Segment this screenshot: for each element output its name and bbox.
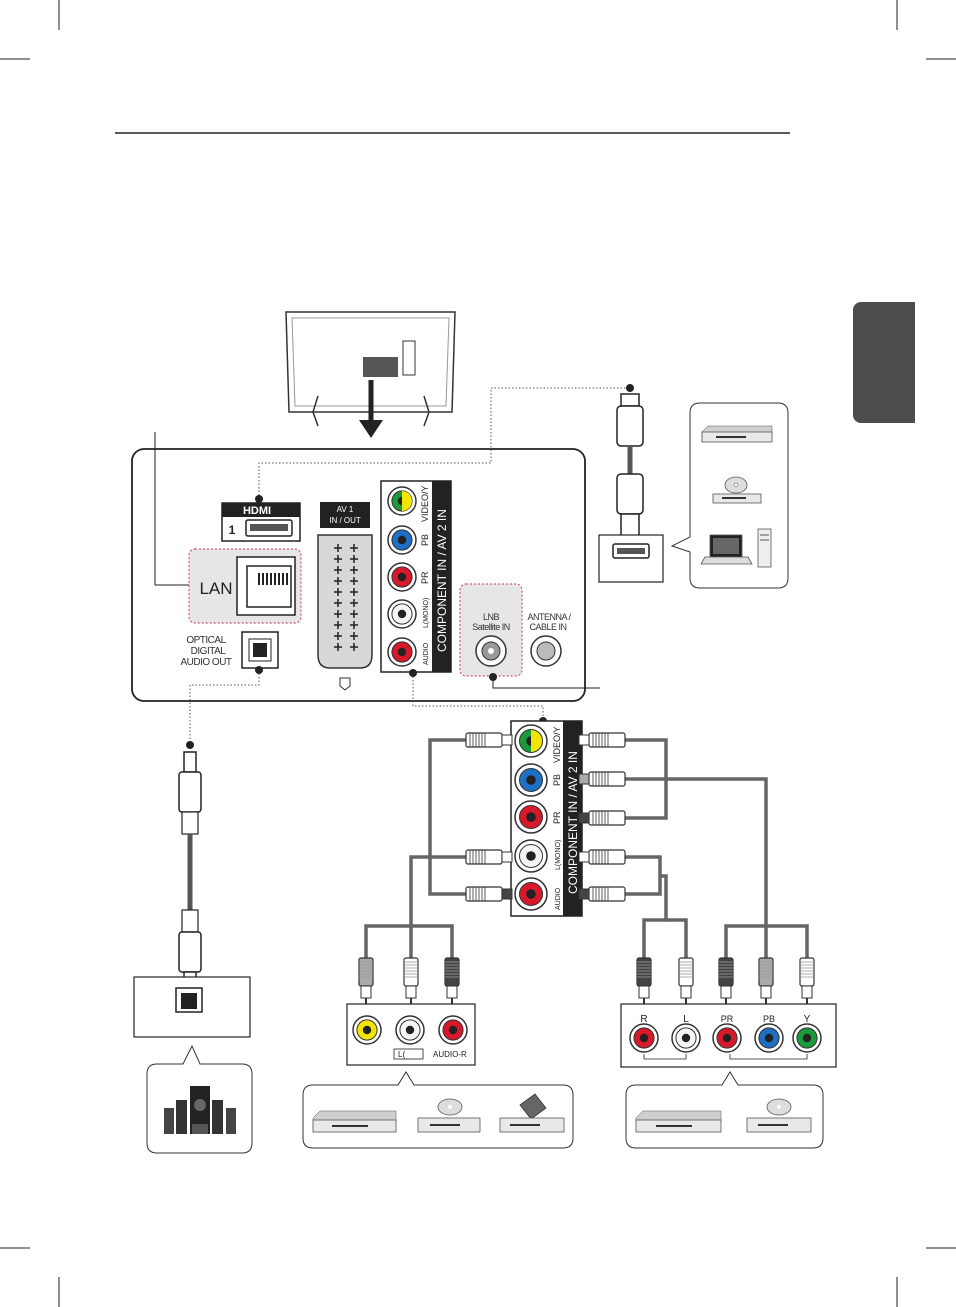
rca-plug-icon	[800, 958, 814, 1004]
hdmi-port[interactable]: HDMI 1	[222, 503, 300, 541]
optical-label-line3: AUDIO OUT	[180, 657, 231, 668]
antenna-label-line2: CABLE IN	[529, 622, 566, 632]
rca-plug-icon	[466, 887, 512, 901]
large-video-y: VIDEO/Y	[552, 726, 562, 763]
rca-plug-icon	[637, 958, 651, 1004]
rca-plug-icon	[466, 733, 512, 747]
hdmi-device-port	[599, 535, 663, 582]
hdmi-cable-icon	[617, 394, 643, 536]
audio-r-jack-large[interactable]	[515, 878, 547, 910]
lan-pin	[258, 573, 260, 585]
antenna-label-line1: ANTENNA /	[527, 612, 571, 622]
rca-plug-icon	[759, 958, 773, 1004]
lan-pin	[278, 573, 280, 585]
blu-ray-player-icon	[313, 1111, 396, 1132]
blu-ray-player-icon	[636, 1111, 721, 1132]
hdmi-logo: HDMI	[243, 505, 271, 517]
component-title-large: COMPONENT IN / AV 2 IN	[566, 751, 580, 894]
optical-label-line1: OPTICAL	[186, 635, 226, 646]
laptop-pc-icon	[701, 529, 771, 567]
rca-plug-icon	[719, 958, 733, 1004]
lan-label: LAN	[199, 579, 232, 598]
pb-jack-large[interactable]	[515, 764, 547, 796]
rca-plug-icon	[579, 772, 625, 786]
lan-pin	[282, 573, 284, 585]
optical-label-line2: DIGITAL	[191, 646, 227, 657]
pr-jack[interactable]	[388, 563, 416, 591]
lan-pin	[274, 573, 276, 585]
audio-l-jack[interactable]	[388, 600, 416, 628]
rca-plug-icon	[466, 850, 512, 864]
comp-pr-jack[interactable]	[713, 1024, 741, 1052]
comp-pr-label: PR	[721, 1014, 734, 1024]
lan-pin	[266, 573, 268, 585]
lan-port[interactable]: LAN	[189, 549, 301, 623]
rca-plug-icon	[445, 958, 459, 1004]
large-pb: PB	[552, 774, 562, 786]
comp-pb-jack[interactable]	[755, 1024, 783, 1052]
audio-l-jack-large[interactable]	[515, 840, 547, 872]
av-video-jack[interactable]	[353, 1016, 381, 1044]
rca-plug-icon	[359, 958, 373, 1004]
rca-plug-icon	[404, 958, 418, 1004]
lan-pin	[286, 573, 288, 585]
strip-video-y: VIDEO/Y	[420, 485, 430, 522]
hdmi-number: 1	[229, 523, 236, 537]
video-y-jack[interactable]	[388, 487, 416, 515]
rca-plug-icon	[579, 887, 625, 901]
rca-plug-icon	[579, 811, 625, 825]
large-l-mono: L(MONO)	[555, 840, 562, 870]
large-audio: AUDIO	[555, 887, 562, 910]
comp-l-jack[interactable]	[672, 1024, 700, 1052]
audio-r-jack[interactable]	[388, 638, 416, 666]
component-title: COMPONENT IN / AV 2 IN	[435, 509, 449, 652]
comp-pb-label: PB	[763, 1014, 775, 1024]
component-devices-bubble	[626, 1072, 823, 1148]
blu-ray-player-icon	[702, 426, 772, 442]
strip-pr: PR	[420, 571, 430, 584]
rca-wiring	[366, 740, 807, 958]
lnb-label-line2: Satellite IN	[472, 622, 510, 632]
av1-label-line1: AV 1	[337, 505, 354, 514]
lnb-port[interactable]: LNB Satellite IN	[460, 584, 522, 681]
comp-r-jack[interactable]	[630, 1024, 658, 1052]
strip-audio: AUDIO	[423, 642, 430, 665]
lan-pin	[270, 573, 272, 585]
pb-jack[interactable]	[388, 526, 416, 554]
lan-pin	[262, 573, 264, 585]
rca-plug-icon	[679, 958, 693, 1004]
comp-y-jack[interactable]	[793, 1024, 821, 1052]
av1-label-line2: IN / OUT	[329, 516, 361, 525]
lnb-label-line1: LNB	[483, 612, 500, 622]
pr-jack-large[interactable]	[515, 801, 547, 833]
av-l-label: L(	[398, 1050, 405, 1059]
video-y-jack-large[interactable]	[515, 725, 547, 757]
rca-plug-icon	[579, 850, 625, 864]
av-audio-l-jack[interactable]	[396, 1016, 424, 1044]
strip-pb: PB	[420, 534, 430, 546]
rca-plug-icon	[579, 733, 625, 747]
av-audio-r-jack[interactable]	[439, 1016, 467, 1044]
tv-back-icon	[286, 312, 455, 438]
optical-device-port	[134, 977, 250, 1037]
strip-l-mono: L(MONO)	[423, 598, 430, 628]
optical-cable-icon	[179, 752, 201, 988]
av-audio-r-label: AUDIO-R	[433, 1050, 467, 1059]
large-pr: PR	[552, 811, 562, 824]
